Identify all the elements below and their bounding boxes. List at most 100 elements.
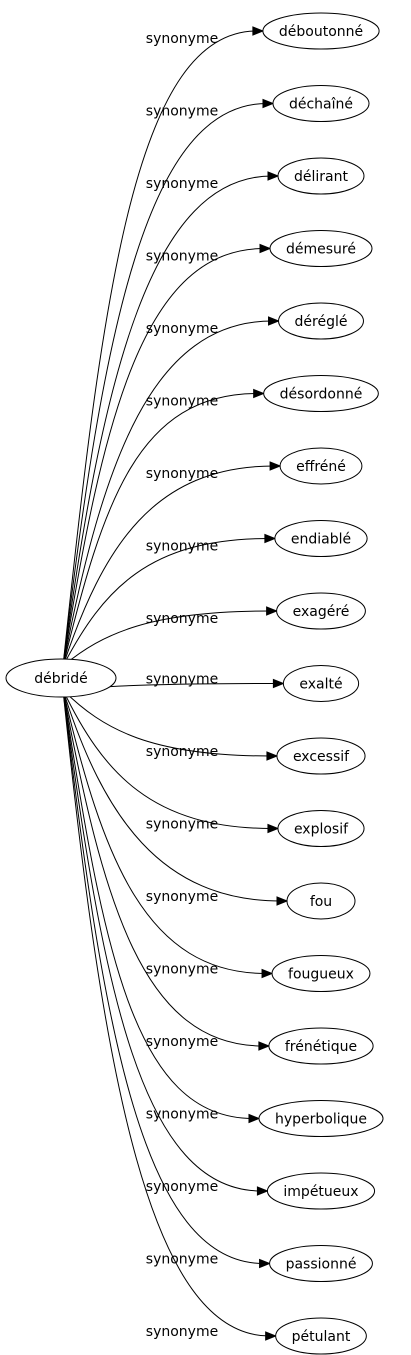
nodes-layer: déboutonné déchaîné délirant démesuré dérégl… [258, 12, 384, 1355]
target-node[interactable]: endiablé [274, 520, 368, 557]
target-node-label: pétulant [292, 1329, 351, 1345]
target-node[interactable]: impétueux [266, 1172, 376, 1210]
target-node[interactable]: fougueux [271, 955, 371, 992]
edge-label: synonyme [146, 744, 218, 760]
target-node-label: démesuré [286, 242, 356, 258]
edge-label: synonyme [146, 104, 218, 120]
target-node[interactable]: pétulant [275, 1317, 367, 1355]
target-node-label: exagéré [293, 604, 350, 620]
target-node-shape [269, 1245, 373, 1282]
synonym-edge: synonyme [62, 533, 277, 667]
target-node[interactable]: effréné [279, 447, 363, 485]
synonym-edge: synonyme [62, 461, 282, 667]
edge-line [62, 689, 264, 1264]
edge-arrowhead [272, 678, 285, 689]
edge-label: synonyme [146, 394, 218, 410]
target-node-shape [277, 810, 365, 847]
target-node-label: hyperbolique [275, 1112, 367, 1128]
edge-line [62, 538, 269, 667]
edge-line [62, 689, 272, 829]
synonym-edge: synonyme [62, 171, 280, 667]
edge-arrowhead [259, 243, 272, 254]
target-node-shape [258, 1100, 384, 1137]
edge-line [62, 689, 271, 757]
synonym-edge: synonyme [62, 689, 280, 834]
target-node[interactable]: déboutonné [262, 12, 380, 50]
edge-arrowhead [266, 606, 278, 616]
target-node-shape [272, 85, 370, 122]
edge-line [62, 248, 265, 667]
source-node-shape [5, 658, 117, 698]
edge-label: synonyme [146, 321, 218, 337]
edge-arrowhead [261, 968, 274, 979]
target-node[interactable]: déchaîné [272, 85, 370, 122]
edges-layer: synonyme synonyme synonyme synonyme synonyme… [62, 26, 289, 1341]
edge-arrowhead [258, 1041, 271, 1051]
target-node[interactable]: exalté [282, 665, 360, 702]
target-node-shape [278, 302, 364, 340]
edge-arrowhead [256, 1186, 269, 1196]
edge-label: synonyme [146, 889, 218, 905]
edge-line [62, 689, 270, 1337]
target-node-shape [277, 157, 365, 195]
synonym-edge: synonyme [62, 689, 269, 1196]
synonym-edge: synonyme [62, 98, 275, 667]
target-node-label: impétueux [283, 1184, 358, 1200]
target-node-shape [262, 12, 380, 50]
synonym-edge: synonyme [62, 26, 265, 667]
target-node[interactable]: délirant [277, 157, 365, 195]
target-node-shape [268, 1027, 374, 1065]
edge-arrowhead [266, 751, 279, 761]
target-node[interactable]: déréglé [278, 302, 364, 340]
edge-arrowhead [262, 98, 275, 109]
edge-line [62, 465, 275, 667]
target-node-shape [269, 230, 373, 267]
edge-arrowhead [269, 461, 282, 471]
edge-line [62, 689, 262, 1192]
target-node[interactable]: explosif [277, 810, 365, 847]
edge-arrowhead [264, 533, 277, 544]
source-node[interactable]: débridé [5, 658, 117, 698]
target-node-shape [276, 592, 366, 630]
target-node-shape [274, 520, 368, 557]
edge-arrowhead [267, 171, 280, 181]
edge-arrowhead [267, 823, 280, 834]
target-node-label: excessif [293, 749, 350, 765]
target-node[interactable]: fou [286, 882, 356, 920]
target-node[interactable]: excessif [276, 737, 366, 775]
synonym-edge: synonyme [62, 689, 274, 979]
target-node-shape [263, 375, 379, 412]
target-node-shape [279, 447, 363, 485]
synonym-edge: synonyme [62, 689, 279, 761]
edge-line [62, 393, 258, 667]
target-node-label: explosif [294, 822, 349, 838]
edge-line [62, 689, 282, 902]
target-node-label: déboutonné [279, 24, 363, 40]
synonym-edge: synonyme [62, 689, 271, 1269]
synonym-edge: synonyme [62, 689, 277, 1341]
target-node-shape [286, 882, 356, 920]
target-node-label: fou [310, 894, 332, 910]
target-node-shape [271, 955, 371, 992]
edge-label: synonyme [146, 176, 218, 192]
edge-label: synonyme [146, 1324, 218, 1340]
target-node-label: déchaîné [289, 97, 353, 113]
synonym-edge: synonyme [62, 689, 289, 906]
edge-line [62, 30, 257, 667]
target-node-shape [282, 665, 360, 702]
target-node-shape [276, 737, 366, 775]
target-node[interactable]: hyperbolique [258, 1100, 384, 1137]
target-node[interactable]: désordonné [263, 375, 379, 412]
edge-arrowhead [252, 26, 265, 36]
target-node[interactable]: exagéré [276, 592, 366, 630]
target-node[interactable]: passionné [269, 1245, 373, 1282]
target-node-label: passionné [286, 1257, 357, 1273]
edge-label: synonyme [146, 962, 218, 978]
synonym-edge: synonyme [62, 689, 261, 1124]
edge-label: synonyme [146, 539, 218, 555]
target-node[interactable]: démesuré [269, 230, 373, 267]
target-node-label: effréné [296, 459, 346, 475]
edge-label: synonyme [146, 611, 218, 627]
target-node[interactable]: frénétique [268, 1027, 374, 1065]
